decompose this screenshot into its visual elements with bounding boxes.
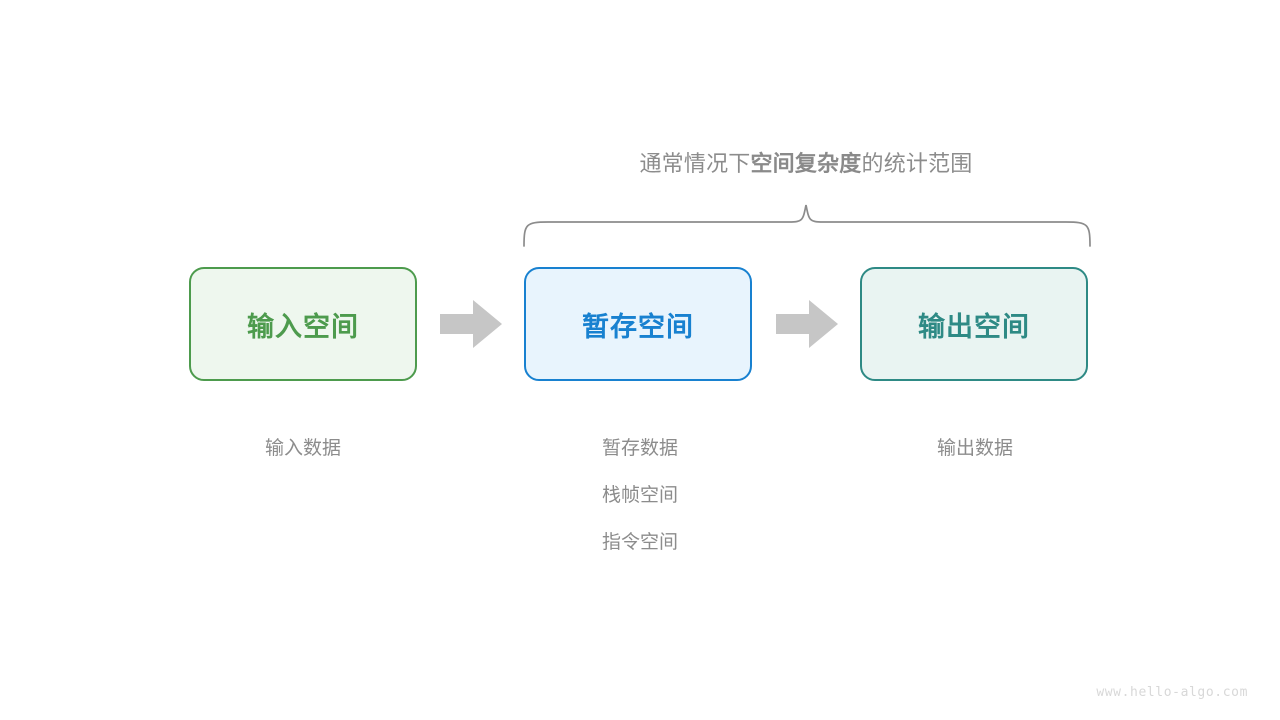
box-output-space-label: 输出空间 [918, 311, 1030, 342]
box-input-space: 输入空间 [189, 267, 417, 381]
caption-line: 指令空间 [601, 532, 678, 553]
box-temporary-space: 暂存空间 [524, 267, 752, 381]
right-arrow-icon [440, 300, 502, 348]
box-input-space-label: 输入空间 [247, 311, 359, 342]
caption-line: 输入数据 [264, 438, 341, 459]
scope-title-suffix: 的统计范围 [861, 151, 973, 176]
right-arrow-icon [776, 300, 838, 348]
scope-title-prefix: 通常情况下 [639, 151, 751, 176]
caption-line: 输出数据 [936, 438, 1013, 459]
caption-line: 栈帧空间 [601, 485, 678, 506]
box-output-space: 输出空间 [860, 267, 1088, 381]
caption-temporary-space: 暂存数据 栈帧空间 指令空间 [510, 425, 770, 566]
caption-output-space: 输出数据 [845, 425, 1105, 472]
scope-brace-icon [523, 204, 1091, 247]
caption-input-space: 输入数据 [173, 425, 433, 472]
box-temporary-space-label: 暂存空间 [582, 311, 694, 342]
scope-title-emphasis: 空间复杂度 [750, 151, 862, 176]
caption-line: 暂存数据 [601, 438, 678, 459]
watermark: www.hello-algo.com [1096, 685, 1248, 700]
scope-title: 通常情况下空间复杂度的统计范围 [506, 148, 1106, 180]
